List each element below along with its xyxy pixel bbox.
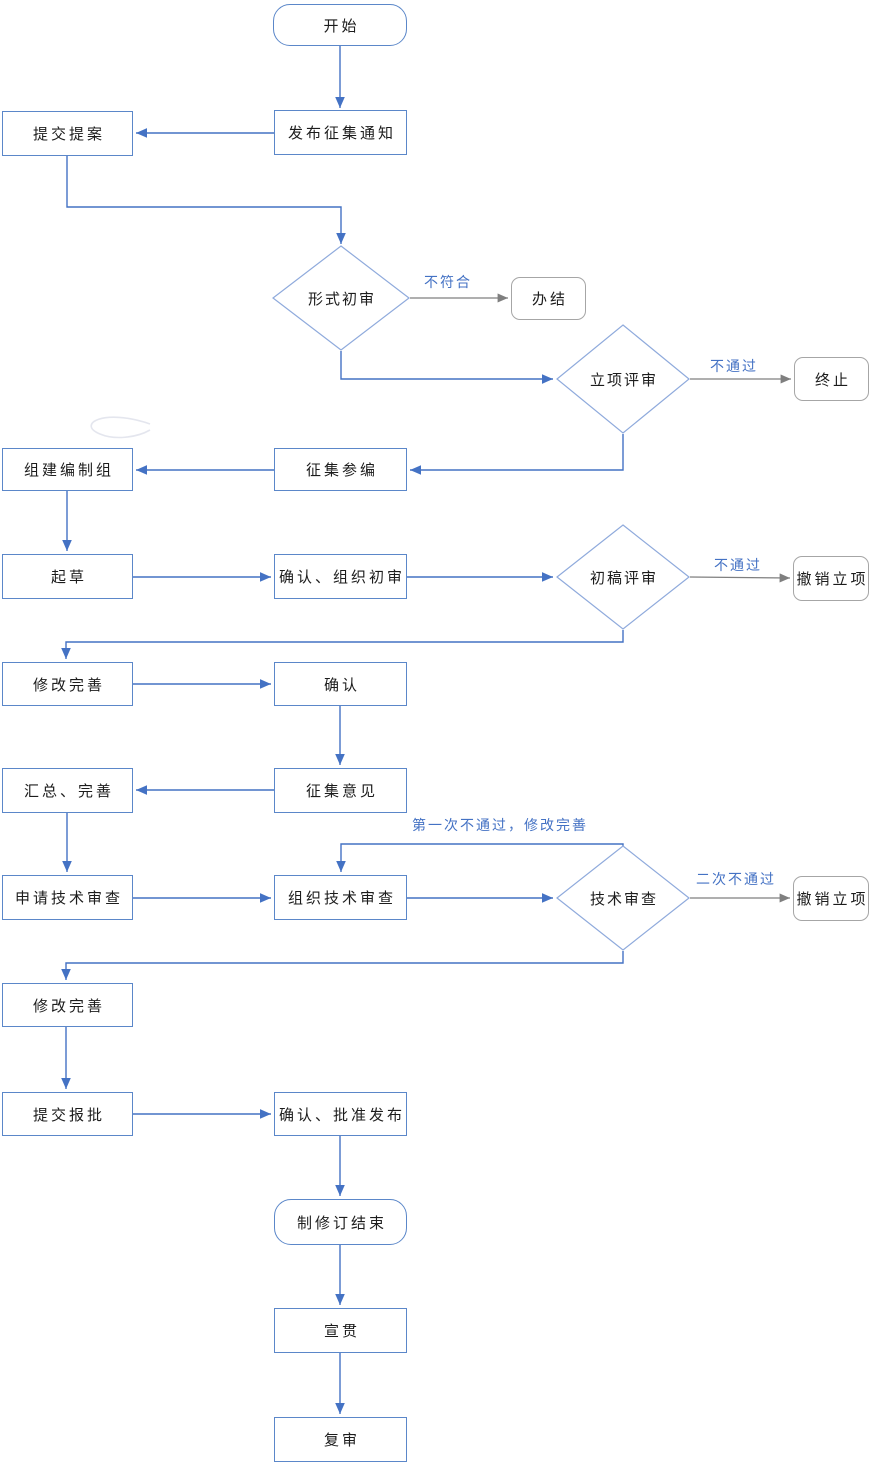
edge-submit-to-formal-review — [66, 156, 346, 244]
node-close-case-label: 办结 — [531, 291, 568, 308]
node-confirm-label: 确认 — [323, 676, 360, 694]
node-first-draft-review-label: 初稿评审 — [589, 569, 658, 587]
edge-project-review-to-recruit — [410, 434, 624, 475]
node-submit-proposal-label: 提交提案 — [32, 126, 105, 143]
node-formal-review-label: 形式初审 — [307, 290, 376, 308]
node-recruit-editors-label: 征集参编 — [305, 462, 378, 479]
edge-formal-to-project-review — [340, 351, 553, 384]
node-organize-tech-review-label: 组织技术审查 — [287, 890, 396, 907]
node-submit-approval-label: 提交报批 — [32, 1106, 105, 1124]
node-form-drafting-group: 组建编制组 — [2, 448, 133, 491]
diamond-shape — [272, 245, 410, 351]
node-revision-end: 制修订结束 — [274, 1199, 407, 1245]
node-revise-2: 修改完善 — [2, 983, 133, 1027]
node-confirm-org-review: 确认、组织初审 — [274, 554, 407, 599]
node-confirm: 确认 — [274, 662, 407, 706]
edge-draft-review-to-cancel1 — [689, 573, 791, 583]
edge-label-not-conforming: 不符合 — [424, 274, 472, 290]
node-cancel-project-1: 撤销立项 — [793, 556, 869, 601]
diamond-shape — [556, 324, 690, 434]
node-confirm-org-review-label: 确认、组织初审 — [278, 569, 405, 586]
edge-tech-review-to-revise2 — [61, 951, 624, 980]
node-cancel-project-1-label: 撤销立项 — [796, 571, 869, 588]
node-cancel-project-2-label: 撤销立项 — [796, 891, 869, 908]
node-revise-2-label: 修改完善 — [32, 997, 105, 1015]
node-tech-review-diamond: 技术审查 — [556, 845, 690, 951]
node-collect-opinions-label: 征集意见 — [305, 783, 378, 800]
node-start-label: 开始 — [323, 17, 360, 35]
node-project-review-diamond: 立项评审 — [556, 324, 690, 434]
node-close-case: 办结 — [511, 277, 586, 320]
node-cancel-project-2: 撤销立项 — [793, 876, 869, 921]
node-promotion-label: 宣贯 — [323, 1323, 360, 1340]
node-revise-1: 修改完善 — [2, 662, 133, 706]
node-formal-review-diamond: 形式初审 — [272, 245, 410, 351]
node-publish-notice: 发布征集通知 — [274, 110, 407, 155]
node-recruit-editors: 征集参编 — [274, 448, 407, 491]
node-tech-review-label: 技术审查 — [589, 890, 658, 908]
diamond-shape — [556, 845, 690, 951]
edge-draft-review-to-revise1 — [61, 630, 624, 659]
edge-label-not-passed-project: 不通过 — [710, 358, 758, 374]
node-revise-1-label: 修改完善 — [32, 676, 105, 694]
node-organize-tech-review: 组织技术审查 — [274, 875, 407, 920]
node-form-drafting-group-label: 组建编制组 — [23, 462, 114, 479]
node-apply-tech-review: 申请技术审查 — [2, 875, 133, 920]
node-start: 开始 — [273, 4, 407, 46]
node-re-review-label: 复审 — [323, 1432, 360, 1449]
node-summarize-improve: 汇总、完善 — [2, 768, 133, 813]
node-terminate: 终止 — [794, 357, 869, 401]
node-terminate-label: 终止 — [814, 371, 851, 389]
edge-label-not-passed-draft: 不通过 — [714, 557, 762, 573]
node-promotion: 宣贯 — [274, 1308, 407, 1353]
node-confirm-approve-publish: 确认、批准发布 — [274, 1092, 407, 1136]
node-revision-end-label: 制修订结束 — [296, 1214, 387, 1232]
node-re-review: 复审 — [274, 1417, 407, 1462]
node-draft-label: 起草 — [50, 569, 87, 586]
stray-arc-artifact — [90, 416, 151, 439]
node-summarize-improve-label: 汇总、完善 — [23, 783, 114, 800]
diamond-shape — [556, 524, 690, 630]
node-submit-approval: 提交报批 — [2, 1092, 133, 1136]
node-project-review-label: 立项评审 — [589, 371, 658, 389]
node-draft: 起草 — [2, 554, 133, 599]
node-publish-notice-label: 发布征集通知 — [287, 125, 396, 142]
node-confirm-approve-publish-label: 确认、批准发布 — [278, 1106, 405, 1124]
edge-label-second-fail: 二次不通过 — [696, 871, 776, 887]
node-first-draft-review-diamond: 初稿评审 — [556, 524, 690, 630]
node-submit-proposal: 提交提案 — [2, 111, 133, 156]
node-apply-tech-review-label: 申请技术审查 — [14, 890, 123, 907]
node-collect-opinions: 征集意见 — [274, 768, 407, 813]
edge-label-first-fail-revise: 第一次不通过，修改完善 — [412, 817, 588, 833]
edge-tech-review-first-fail-loop — [336, 843, 624, 872]
